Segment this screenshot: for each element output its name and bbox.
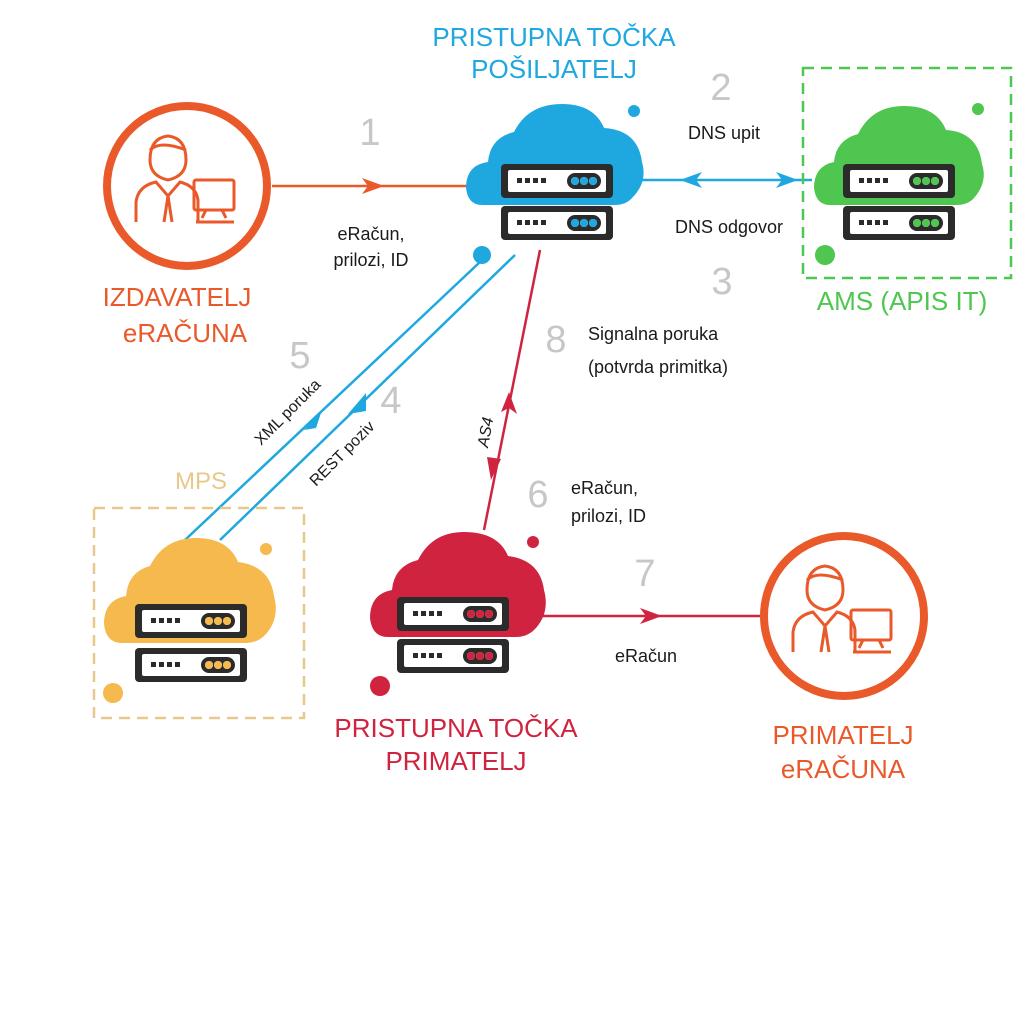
dns-arrow-left: [680, 172, 702, 188]
rest-call-line: [219, 254, 516, 541]
dns-query-label: DNS upit: [688, 123, 760, 143]
server-led: [580, 177, 588, 185]
recipient-title-2: eRAČUNA: [781, 754, 906, 784]
invoice-only-label: eRačun: [615, 646, 677, 666]
ams-boundary: [801, 66, 1013, 280]
server-led: [571, 219, 579, 227]
step-7: 7: [634, 553, 655, 595]
xml-message-label: XML poruka: [252, 376, 325, 449]
server-led: [580, 219, 588, 227]
signal-label-2: (potvrda primitka): [588, 357, 728, 377]
server-led: [214, 617, 222, 625]
invoice-label-b-1: eRačun,: [571, 478, 638, 498]
server-led: [223, 661, 231, 669]
mps-title: MPS: [175, 468, 227, 495]
step-2: 2: [710, 67, 731, 109]
dns-arrow-right: [776, 172, 798, 188]
server-led: [476, 610, 484, 618]
step-8: 8: [545, 319, 566, 361]
server-led: [205, 661, 213, 669]
server-led: [476, 652, 484, 660]
invoice-label-b-2: prilozi, ID: [571, 506, 646, 526]
cloud-server-icon: [466, 104, 644, 240]
rest-call-label: REST poziv: [307, 418, 379, 490]
issuer-node: [103, 102, 271, 270]
mps-boundary: [92, 506, 306, 720]
as4-label: AS4: [475, 416, 497, 450]
server-led: [205, 617, 213, 625]
cloud-server-icon: [104, 538, 276, 682]
signal-label-1: Signalna poruka: [588, 324, 719, 344]
mps-node: [103, 538, 276, 703]
receiver-access-point-node: [370, 532, 546, 696]
user-computer-icon: [791, 564, 893, 654]
dns-response-label: DNS odgovor: [675, 217, 783, 237]
server-led: [467, 610, 475, 618]
server-led: [467, 652, 475, 660]
server-led: [931, 177, 939, 185]
rest-call-arrow: [348, 393, 366, 414]
user-computer-icon: [134, 134, 236, 224]
server-led: [589, 177, 597, 185]
server-led: [931, 219, 939, 227]
step-3: 3: [711, 261, 732, 303]
server-led: [913, 177, 921, 185]
cloud-server-icon: [814, 106, 984, 240]
server-led: [214, 661, 222, 669]
as4-line: [482, 249, 542, 531]
server-led: [485, 652, 493, 660]
server-led: [223, 617, 231, 625]
as4-arrow-up: [501, 392, 517, 414]
server-led: [485, 610, 493, 618]
invoice-label-2: prilozi, ID: [333, 250, 408, 270]
cloud-server-icon: [370, 532, 546, 673]
recipient-title-1: PRIMATELJ: [772, 720, 913, 750]
receiver-to-recipient-arrow: [640, 608, 662, 624]
server-led: [922, 177, 930, 185]
server-led: [571, 177, 579, 185]
recipient-node: [760, 532, 928, 700]
server-led: [589, 219, 597, 227]
server-led: [922, 219, 930, 227]
ams-node: [814, 103, 984, 265]
issuer-to-sender-arrow: [362, 178, 384, 194]
sender-ap-title-2: POŠILJATELJ: [471, 54, 637, 84]
xml-message-arrow: [304, 410, 322, 430]
receiver-ap-title-2: PRIMATELJ: [385, 746, 526, 776]
sender-access-point-node: [466, 104, 644, 264]
server-led: [913, 219, 921, 227]
sender-ap-title-1: PRISTUPNA TOČKA: [432, 22, 676, 52]
step-1: 1: [359, 112, 380, 154]
step-5: 5: [289, 335, 310, 377]
as4-arrow-down: [487, 457, 501, 480]
invoice-label-1: eRačun,: [337, 224, 404, 244]
xml-message-line: [184, 261, 481, 541]
receiver-ap-title-1: PRISTUPNA TOČKA: [334, 713, 578, 743]
issuer-title-1: IZDAVATELJ: [103, 282, 252, 312]
step-6: 6: [527, 474, 548, 516]
issuer-title-2: eRAČUNA: [123, 318, 248, 348]
ams-title: AMS (APIS IT): [817, 286, 987, 316]
step-4: 4: [380, 380, 401, 422]
